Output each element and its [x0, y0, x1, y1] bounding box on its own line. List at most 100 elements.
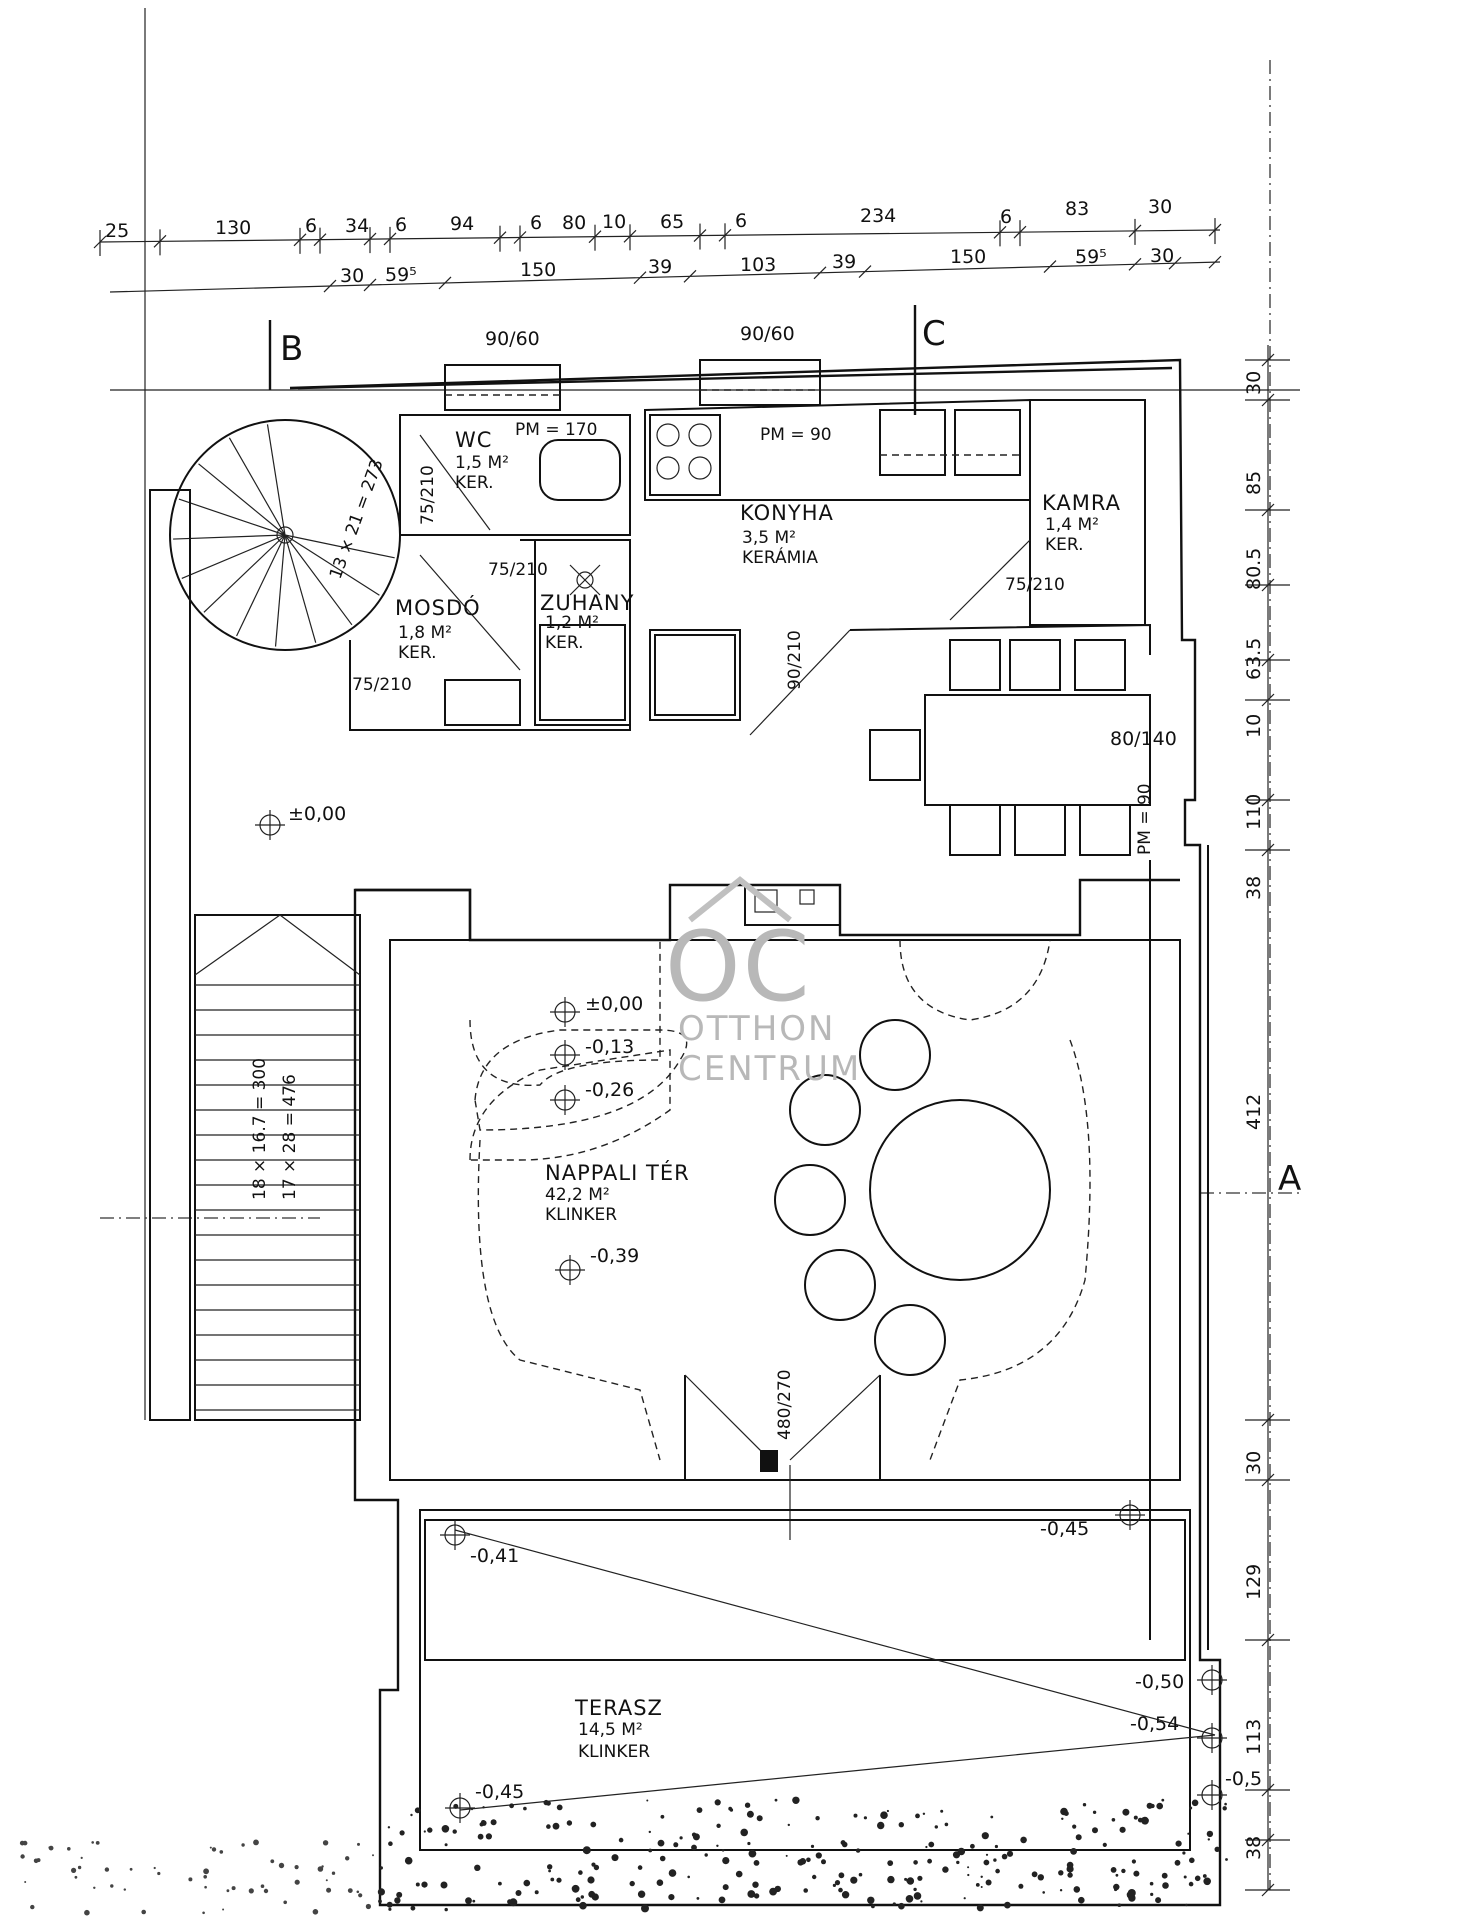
door-konyha: 90/210	[785, 630, 805, 690]
planter-speck	[744, 1802, 751, 1808]
spiral-tread	[274, 534, 286, 647]
planter-speck	[509, 1898, 518, 1907]
window-top-1: 90/60	[444, 328, 561, 411]
spiral-tread	[266, 424, 286, 536]
planter-speck	[906, 1877, 915, 1885]
room-area-kamra: 1,4 M²	[1045, 515, 1099, 535]
room-floor-mosdo: KER.	[398, 643, 437, 663]
planter-speck	[785, 1854, 788, 1857]
dim-tick	[858, 265, 872, 279]
planter-speck	[543, 1799, 549, 1806]
planter-speck	[787, 1823, 790, 1827]
scan-speck	[347, 1888, 353, 1893]
planter-speck	[1189, 1806, 1193, 1810]
scan-speck	[357, 1842, 360, 1846]
dim-right-12: 38	[1243, 1836, 1265, 1860]
planter-speck	[441, 1825, 450, 1833]
planter-speck	[1018, 1883, 1024, 1889]
stair-label-2: 17 × 28 = 476	[280, 1074, 300, 1200]
planter-speck	[898, 1902, 905, 1910]
planter-speck	[920, 1900, 923, 1903]
planter-speck	[388, 1841, 393, 1846]
dim-top-14: 83	[1065, 198, 1089, 220]
planter-speck	[423, 1830, 426, 1833]
dim-second-8: 59⁵	[1075, 246, 1107, 268]
scan-speck	[317, 1866, 324, 1872]
planter-speck	[942, 1866, 949, 1873]
scan-speck	[283, 1900, 288, 1905]
planter-speck	[980, 1886, 983, 1888]
scan-speck	[80, 1856, 83, 1859]
planter-speck	[909, 1882, 912, 1885]
planter-speck	[444, 1907, 448, 1912]
scan-speck	[270, 1859, 275, 1864]
scan-speck	[248, 1888, 254, 1894]
dim-top-6: 94	[450, 213, 474, 235]
dim-top-13: 6	[1000, 206, 1012, 228]
dim-second-9: 30	[1150, 245, 1174, 267]
dim-top-11: 6	[735, 210, 747, 232]
scan-speck	[372, 1854, 374, 1857]
planter-speck	[1020, 1836, 1027, 1844]
planter-speck	[629, 1880, 635, 1887]
scan-speck	[219, 1850, 224, 1854]
section-marker-b: B	[280, 329, 303, 369]
level-marker-entry: ±0,00	[255, 803, 346, 840]
planter-speck	[515, 1890, 522, 1896]
planter-speck	[1072, 1824, 1077, 1829]
planter-speck	[1110, 1867, 1117, 1873]
planter-speck	[648, 1830, 651, 1834]
planter-speck	[687, 1875, 690, 1879]
scan-speck	[22, 1840, 28, 1846]
planter-speck	[838, 1887, 843, 1893]
planter-speck	[1037, 1874, 1045, 1881]
planter-speck	[377, 1888, 385, 1896]
scan-speck	[263, 1888, 269, 1894]
planter-speck	[716, 1823, 721, 1829]
planter-speck	[887, 1860, 894, 1866]
planter-speck	[646, 1799, 649, 1802]
scan-speck	[312, 1909, 319, 1915]
section-markers: B C A	[268, 305, 1301, 1199]
scan-speck	[358, 1893, 363, 1898]
planter-speck	[696, 1807, 703, 1813]
planter-speck	[465, 1897, 472, 1905]
planter-speck	[915, 1813, 920, 1819]
watermark-line-2: CENTRUM	[678, 1049, 861, 1089]
planter-speck	[618, 1837, 624, 1843]
planter-speck	[841, 1891, 850, 1899]
scan-speck	[104, 1867, 110, 1872]
planter-speck	[440, 1881, 448, 1889]
window-label-2: 90/60	[740, 323, 795, 345]
planter-speck	[704, 1853, 708, 1857]
planter-speck	[552, 1822, 560, 1830]
room-label-nappali: NAPPALI TÉR	[545, 1160, 690, 1185]
planter-speck	[1146, 1802, 1153, 1809]
planter-speck	[925, 1845, 928, 1849]
room-label-konyha: KONYHA	[740, 501, 834, 525]
planter-speck	[477, 1833, 484, 1840]
spiral-tread	[284, 534, 317, 643]
scan-speck	[24, 1881, 27, 1883]
scan-speck	[188, 1877, 193, 1882]
planter-speck	[752, 1881, 759, 1888]
planter-speck	[415, 1882, 420, 1887]
planter-speck	[792, 1796, 800, 1805]
planter-speck	[927, 1858, 932, 1864]
planter-speck	[641, 1904, 649, 1913]
dim-top-3: 6	[305, 215, 317, 237]
spiral-tread	[284, 534, 395, 559]
planter-speck	[976, 1904, 984, 1912]
room-floor-terasz: KLINKER	[578, 1742, 650, 1762]
level-terrace-tl: -0,41	[470, 1545, 519, 1567]
planter-speck	[963, 1897, 966, 1900]
planter-speck	[1183, 1875, 1187, 1879]
planter-speck	[975, 1883, 980, 1887]
room-floor-wc: KER.	[455, 473, 494, 493]
dim-tick	[633, 271, 647, 285]
planter-speck	[887, 1875, 895, 1884]
room-kamra: KAMRA 1,4 M² KER. 75/210	[949, 399, 1146, 626]
level-entry: ±0,00	[288, 803, 346, 825]
planter-speck	[1059, 1889, 1063, 1892]
planter-speck	[509, 1803, 514, 1809]
